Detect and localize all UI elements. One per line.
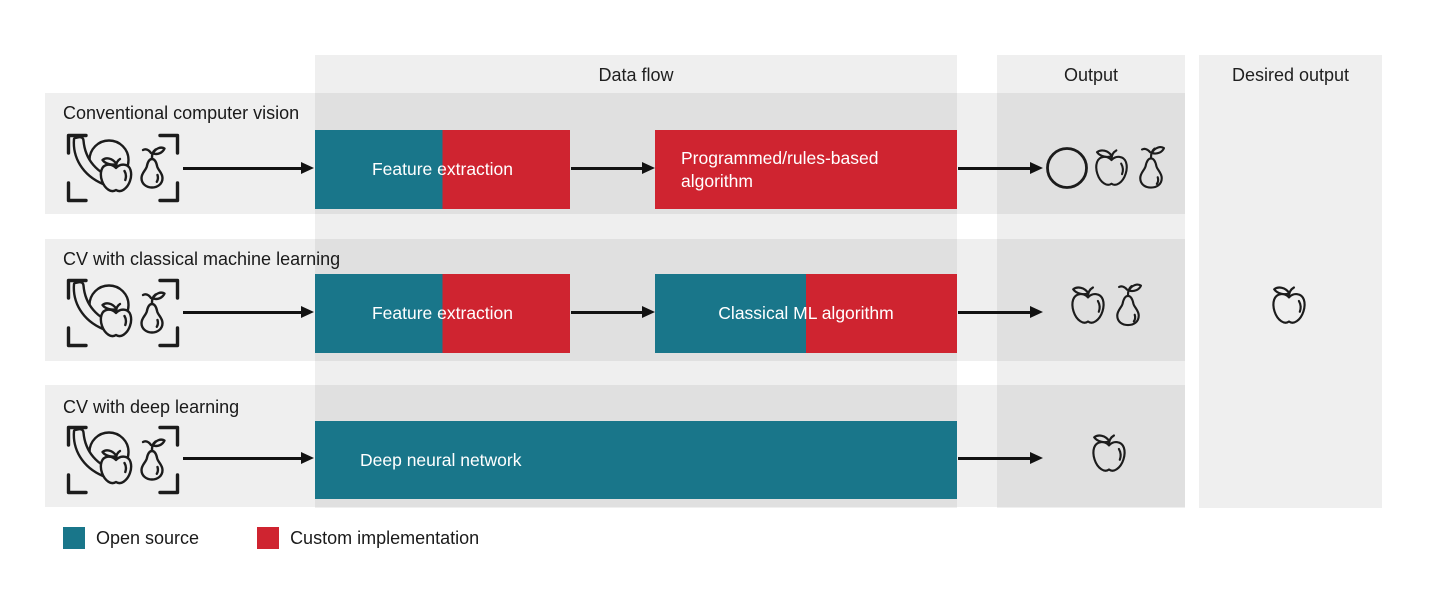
apple-icon — [1095, 149, 1128, 186]
stage-box-label: Feature extraction — [371, 303, 514, 324]
stage-box-label: Classical ML algorithm — [718, 303, 894, 324]
arrow-feature-to-algorithm-row1 — [571, 167, 642, 170]
pear-icon — [1139, 146, 1166, 189]
legend-label: Open source — [96, 527, 200, 548]
fruit-input-icon — [66, 278, 180, 348]
stage-box-label: Deep neural network — [360, 449, 522, 470]
apple-icon — [1092, 434, 1126, 472]
column-header-data-flow: Data flow — [598, 65, 674, 85]
arrow-input-to-feature-row2 — [183, 311, 301, 314]
legend-label: Custom implementation — [290, 527, 480, 548]
arrow-input-to-feature-row1 — [183, 167, 301, 170]
pear-icon — [1116, 283, 1143, 327]
stage-box-feature-extraction-row2: Feature extraction — [315, 274, 570, 353]
fruit-input-icon — [66, 425, 180, 495]
output-icons-row1 — [1045, 143, 1168, 190]
apple-icon — [1071, 286, 1105, 324]
legend: Open source Custom implementation — [63, 527, 479, 549]
arrow-network-to-output-row3 — [958, 457, 1030, 460]
open-source-swatch — [63, 527, 85, 549]
desired-output-column-band — [1199, 55, 1382, 508]
arrow-feature-to-algorithm-row2 — [571, 311, 642, 314]
row-label-conventional-cv: Conventional computer vision — [63, 103, 300, 123]
stage-box-feature-extraction-row1: Feature extraction — [315, 130, 570, 209]
arrow-algorithm-to-output-row1 — [958, 167, 1030, 170]
output-icons-row3 — [1089, 431, 1129, 476]
legend-item-open-source: Open source — [63, 527, 199, 549]
desired-output-icon-group — [1269, 283, 1309, 328]
output-column-band — [997, 55, 1185, 508]
row-band-conventional-cv — [45, 93, 1185, 214]
stage-box-label: Programmed/rules-based algorithm — [681, 148, 879, 191]
arrow-algorithm-to-output-row2 — [958, 311, 1030, 314]
custom-implementation-swatch — [257, 527, 280, 549]
stage-box-classical-ml-algorithm: Classical ML algorithm — [655, 274, 957, 353]
row-label-classical-ml: CV with classical machine learning — [63, 249, 341, 269]
output-icons-row2 — [1068, 280, 1145, 328]
stage-box-label: Feature extraction — [371, 159, 514, 180]
stage-box-deep-neural-network: Deep neural network — [315, 421, 957, 499]
stage-box-rules-based-algorithm: Programmed/rules-based algorithm — [655, 130, 957, 209]
fruit-input-icon — [66, 133, 180, 203]
row-band-classical-ml — [45, 239, 1185, 361]
legend-item-custom-implementation: Custom implementation — [257, 527, 479, 549]
row-label-deep-learning: CV with deep learning — [63, 397, 240, 417]
column-header-output: Output — [1063, 65, 1119, 85]
column-header-desired-output: Desired output — [1231, 65, 1350, 85]
unclassified-circle-icon — [1046, 147, 1088, 189]
arrow-input-to-network-row3 — [183, 457, 301, 460]
apple-icon — [1272, 286, 1306, 324]
